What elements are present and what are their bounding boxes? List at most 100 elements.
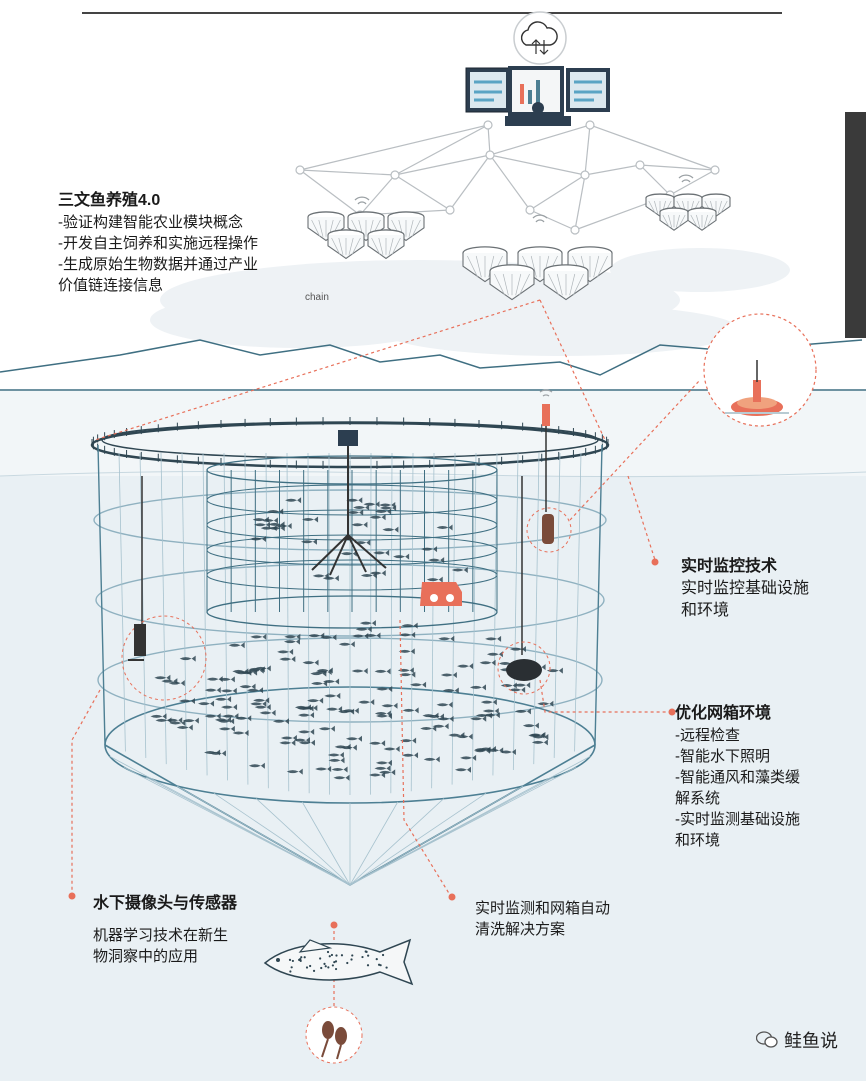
salmon-spot	[335, 954, 338, 957]
cage-walls	[97, 444, 603, 746]
fish	[228, 642, 245, 649]
label-salmon-4-title: 三文鱼养殖4.0	[58, 192, 161, 209]
fish	[474, 746, 491, 753]
salmon-spot	[326, 950, 330, 954]
label-optimize-line: -远程检查	[675, 727, 740, 744]
underwater-camera	[121, 476, 207, 701]
fish	[470, 715, 487, 722]
fish	[383, 745, 400, 752]
fish	[248, 762, 265, 769]
salmon-spot	[340, 954, 344, 957]
cage-net-line	[696, 214, 701, 228]
salmon-spot	[351, 954, 354, 957]
fish	[400, 737, 417, 744]
fish	[514, 682, 531, 689]
fish	[456, 733, 473, 740]
label-salmon-4: 三文鱼养殖4.0 -验证构建智能农业模块概念 -开发自主饲养和实施远程操作 -生…	[58, 190, 258, 296]
fish	[327, 751, 344, 758]
fish	[322, 575, 339, 582]
fish	[486, 651, 503, 658]
net-line	[410, 452, 414, 792]
cage-net-line	[597, 255, 608, 278]
watermark: 鲑鱼说	[756, 1027, 838, 1053]
fish	[204, 749, 221, 756]
mesh-link	[299, 169, 396, 176]
mesh-node	[485, 150, 495, 160]
fish	[323, 678, 340, 685]
net-line	[451, 452, 456, 785]
fish	[293, 737, 310, 744]
salmon-spot	[323, 962, 326, 965]
fish	[485, 635, 502, 642]
monitoring-buoy	[703, 313, 817, 427]
net-line	[265, 452, 269, 789]
fish	[328, 757, 345, 764]
salmon-spot	[333, 960, 336, 964]
mesh-link	[487, 124, 491, 156]
label-optimize-line: -实时监测基础设施	[675, 811, 800, 828]
fish	[176, 724, 193, 731]
cage-group-right	[645, 193, 731, 231]
fish	[235, 715, 252, 722]
fish	[393, 553, 410, 560]
fish	[522, 722, 539, 729]
cage-net-line	[475, 255, 482, 278]
fish	[499, 749, 516, 756]
fish	[364, 632, 381, 639]
salmon-illustration	[263, 938, 414, 986]
fish	[379, 769, 396, 776]
underwater-drone	[420, 582, 462, 606]
fish	[442, 687, 459, 694]
label-optimize-line: 和环境	[675, 832, 721, 849]
fish	[469, 684, 486, 691]
fish	[161, 678, 178, 685]
salmon-spot	[366, 964, 370, 967]
mesh-link	[299, 124, 489, 171]
fish	[324, 692, 341, 699]
fish	[254, 665, 271, 672]
cage-net-line	[388, 237, 394, 255]
fish	[250, 700, 267, 707]
fish	[363, 501, 380, 508]
label-cleaning: 实时监测和网箱自动 清洗解决方案	[475, 898, 610, 940]
label-optimize-line: 解系统	[675, 790, 721, 807]
salmon-spot	[291, 959, 294, 963]
fish	[250, 633, 267, 640]
label-monitoring-line: 和环境	[681, 602, 730, 619]
connector-dots	[68, 558, 676, 929]
label-salmon-4-line: -验证构建智能农业模块概念	[58, 214, 243, 231]
salmon-spot	[379, 964, 382, 967]
fish	[300, 538, 317, 545]
mesh-node	[445, 205, 455, 215]
mesh-node	[710, 165, 720, 175]
cone-line	[146, 776, 351, 886]
mesh-link	[394, 154, 491, 176]
label-camera-title: 水下摄像头与传感器	[93, 895, 238, 912]
cage-net-line	[690, 214, 698, 228]
fish	[482, 707, 499, 714]
cage-net-line	[391, 237, 401, 255]
fish	[399, 671, 416, 678]
fish	[410, 681, 427, 688]
fish	[440, 672, 457, 679]
net-line	[286, 452, 290, 792]
mesh-link	[299, 169, 361, 216]
fish	[401, 622, 418, 629]
salmon-spot	[328, 955, 331, 958]
fish	[209, 750, 226, 757]
fish	[166, 717, 183, 724]
salmon-spot	[319, 957, 322, 960]
salmon-spot	[375, 958, 378, 961]
fish	[436, 524, 453, 531]
fish	[352, 632, 369, 639]
cage-net-line	[311, 219, 321, 237]
salmon-spot	[305, 966, 309, 969]
net-line	[431, 452, 435, 789]
control-monitors	[465, 66, 610, 126]
mesh-link	[574, 174, 586, 231]
cage-net-line	[706, 214, 714, 228]
net-line	[118, 452, 126, 752]
salmon-spot	[303, 956, 306, 959]
fish	[268, 525, 285, 532]
fish	[500, 682, 517, 689]
